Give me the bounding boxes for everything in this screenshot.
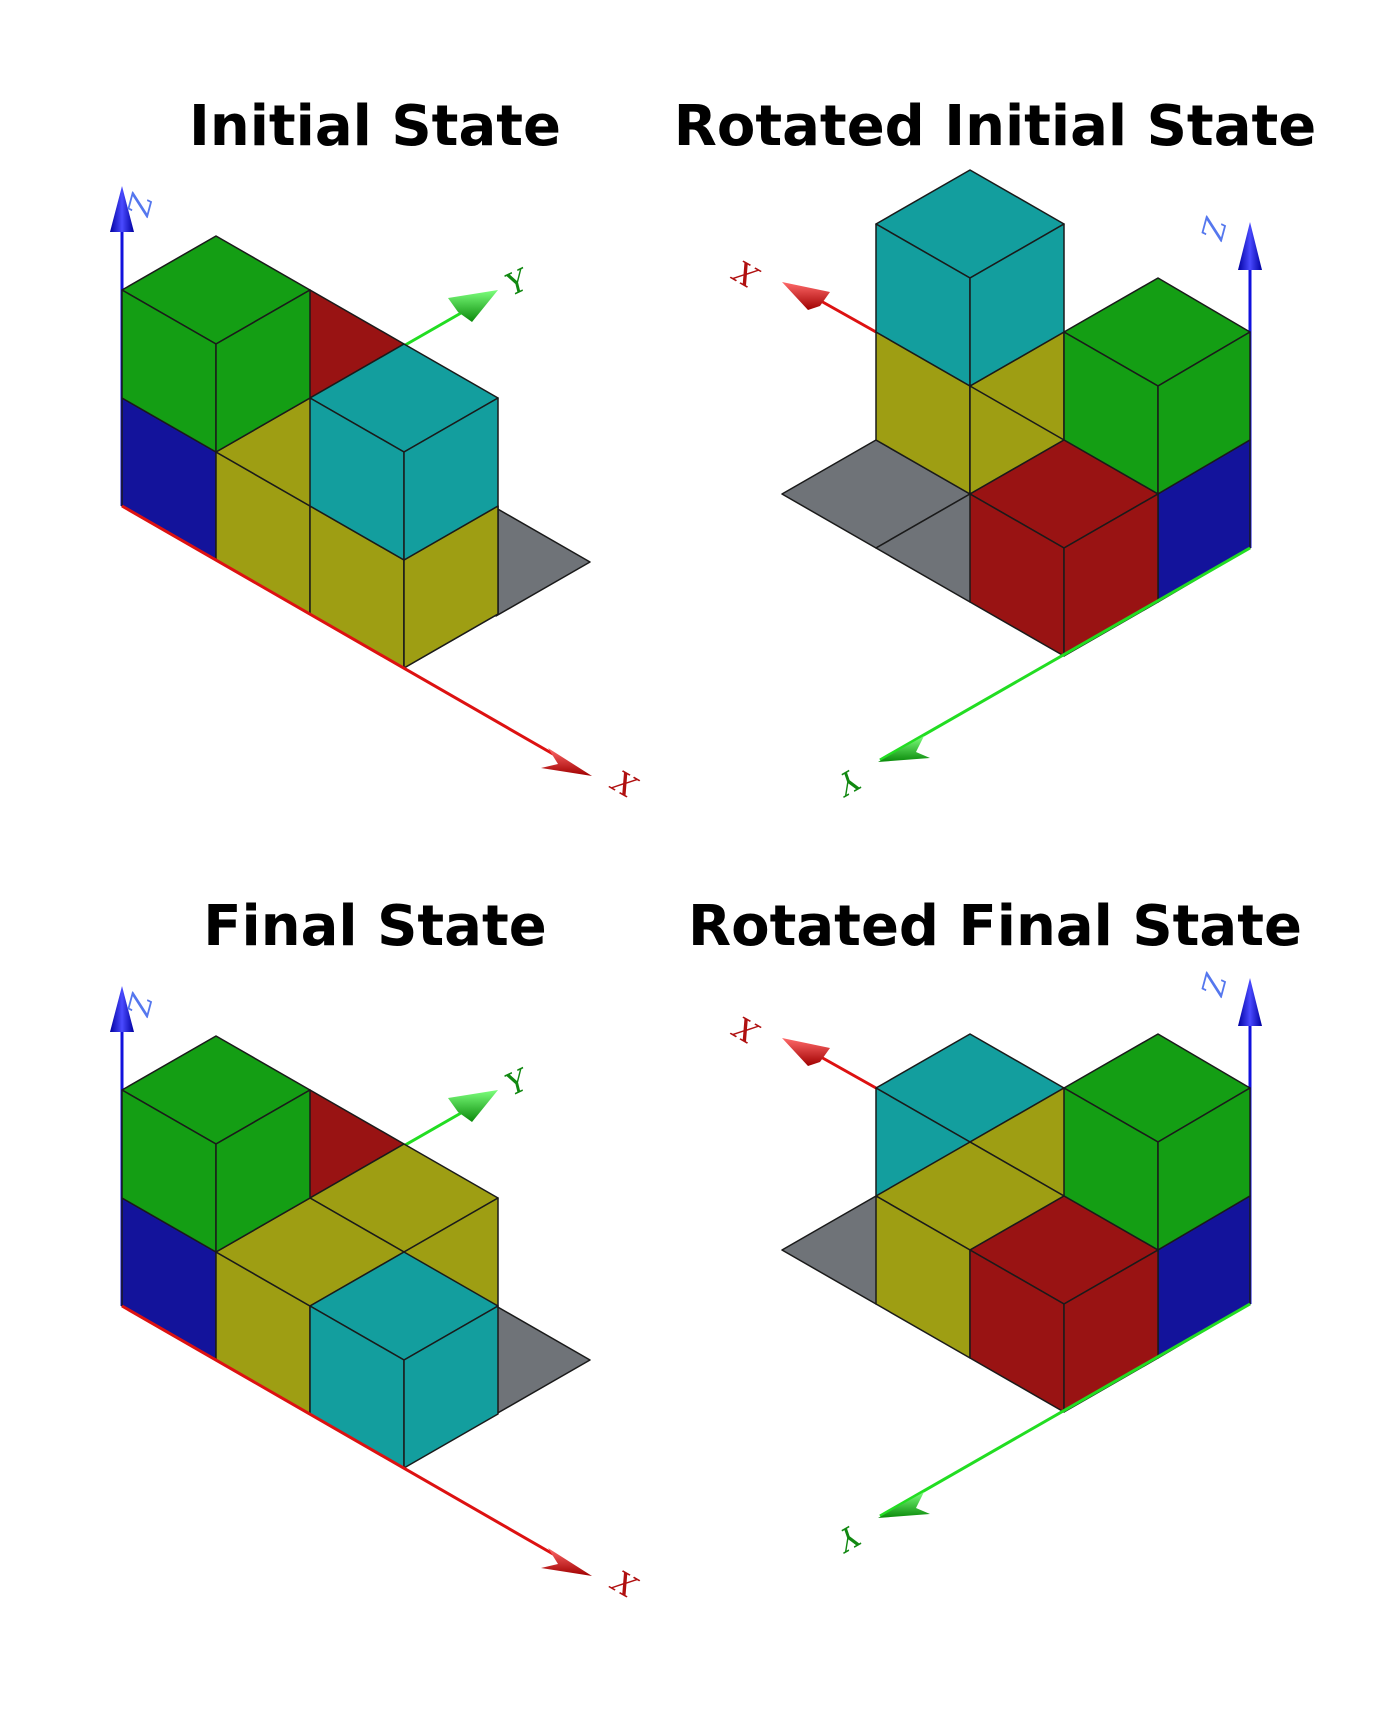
y-axis-label: Y — [501, 1062, 537, 1103]
x-axis-arrow-icon — [782, 1038, 830, 1066]
x-axis-line — [121, 504, 561, 760]
panel-title: Final State — [203, 894, 546, 959]
panel-initial-state: Initial State — [110, 94, 643, 806]
x-axis-arrow-icon — [541, 748, 592, 776]
cube-face-cyan — [403, 1305, 499, 1469]
z-axis-arrow-icon — [1238, 978, 1262, 1026]
x-axis-line — [121, 1304, 561, 1560]
panel-final-state: Final State X Y Z — [110, 894, 643, 1606]
z-axis-label: Z — [1193, 213, 1233, 244]
cube-stack — [781, 1033, 1251, 1413]
panel-rotated-final-state: Rotated Final State X Y — [688, 894, 1302, 1559]
x-axis-label: X — [604, 1564, 643, 1607]
panel-title: Initial State — [189, 94, 561, 159]
y-axis-line — [399, 307, 469, 350]
x-axis-label: X — [727, 252, 766, 295]
cube-face-cyan — [403, 397, 499, 561]
y-axis-line — [879, 1302, 1251, 1518]
panel-rotated-initial-state: Rotated Initial State — [674, 94, 1316, 803]
y-axis-arrow-icon — [448, 290, 498, 322]
x-axis-label: X — [604, 764, 643, 807]
y-axis-arrow-icon — [448, 1090, 498, 1122]
cube-stack — [781, 169, 1251, 657]
y-axis-arrow-icon — [878, 1492, 930, 1518]
y-axis-label: Y — [501, 262, 537, 303]
x-axis-label: X — [727, 1008, 766, 1051]
z-axis-arrow-icon — [110, 186, 134, 232]
y-axis-line — [879, 546, 1251, 762]
y-axis-arrow-icon — [878, 736, 930, 762]
y-axis-line — [399, 1107, 469, 1150]
cube-face-green — [215, 1089, 311, 1253]
z-axis-arrow-icon — [1238, 222, 1262, 270]
z-axis-arrow-icon — [110, 986, 134, 1032]
y-axis-label: Y — [828, 761, 865, 803]
panel-title: Rotated Initial State — [674, 94, 1316, 159]
x-axis-arrow-icon — [541, 1548, 592, 1576]
panel-title: Rotated Final State — [688, 894, 1302, 959]
y-axis-label: Y — [828, 1517, 865, 1559]
z-axis-label: Z — [1193, 969, 1233, 1000]
x-axis-arrow-icon — [782, 282, 830, 310]
